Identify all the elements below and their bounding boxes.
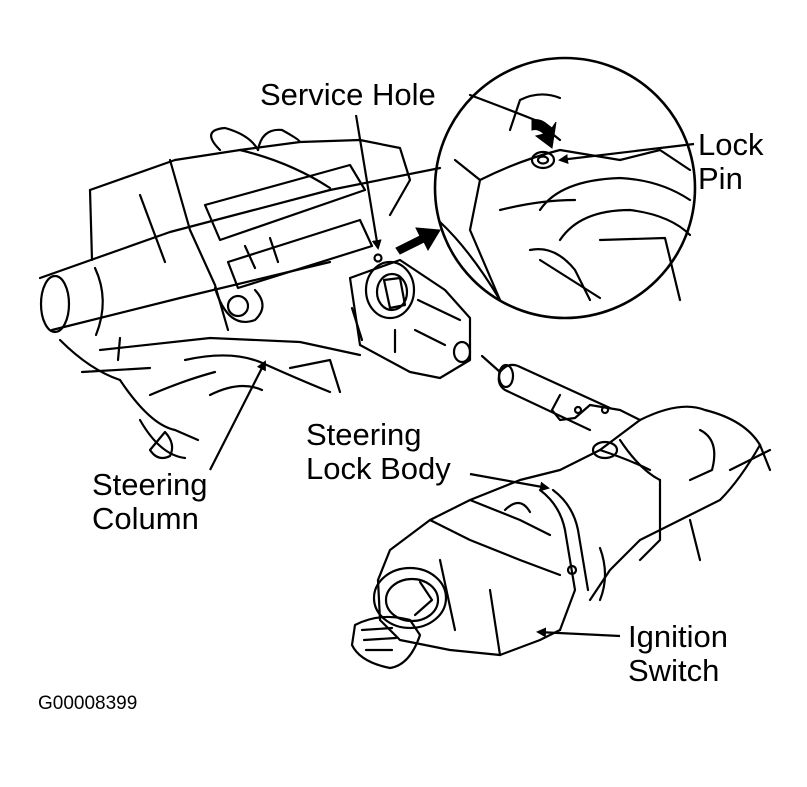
label-service-hole-text: Service Hole [260, 77, 436, 112]
label-steering-lock-body-line2: Lock Body [306, 451, 451, 486]
leader-steering-lock-body [469, 472, 550, 492]
label-steering-column-line2: Column [92, 501, 199, 536]
key-cylinder-drawing [480, 354, 642, 432]
ignition-switch-drawing [350, 405, 772, 670]
inset-pointer-arrow [395, 227, 441, 255]
leader-steering-column [209, 360, 266, 471]
lock-housing-drawing [348, 253, 472, 380]
label-steering-lock-body: Steering Lock Body [306, 418, 451, 486]
label-ignition-switch-line1: Ignition [628, 619, 728, 654]
figure-code: G00008399 [38, 693, 138, 714]
label-lock-pin: Lock Pin [698, 128, 763, 196]
label-ignition-switch-line2: Switch [628, 653, 720, 688]
label-steering-column: Steering Column [92, 468, 207, 536]
leader-service-hole [354, 114, 382, 250]
label-steering-lock-body-line1: Steering [306, 417, 422, 452]
label-ignition-switch: Ignition Switch [628, 620, 728, 688]
label-steering-column-line1: Steering [92, 467, 208, 502]
label-service-hole: Service Hole [260, 78, 436, 112]
lock-pin-detail-inset [433, 56, 697, 320]
label-lock-pin-line2: Pin [698, 161, 743, 196]
steering-column-drawing [38, 126, 442, 460]
label-lock-pin-line1: Lock [698, 127, 764, 162]
lock-pin-push-arrow [531, 119, 557, 149]
leader-ignition-switch [536, 627, 621, 638]
leader-lock-pin [558, 142, 695, 165]
